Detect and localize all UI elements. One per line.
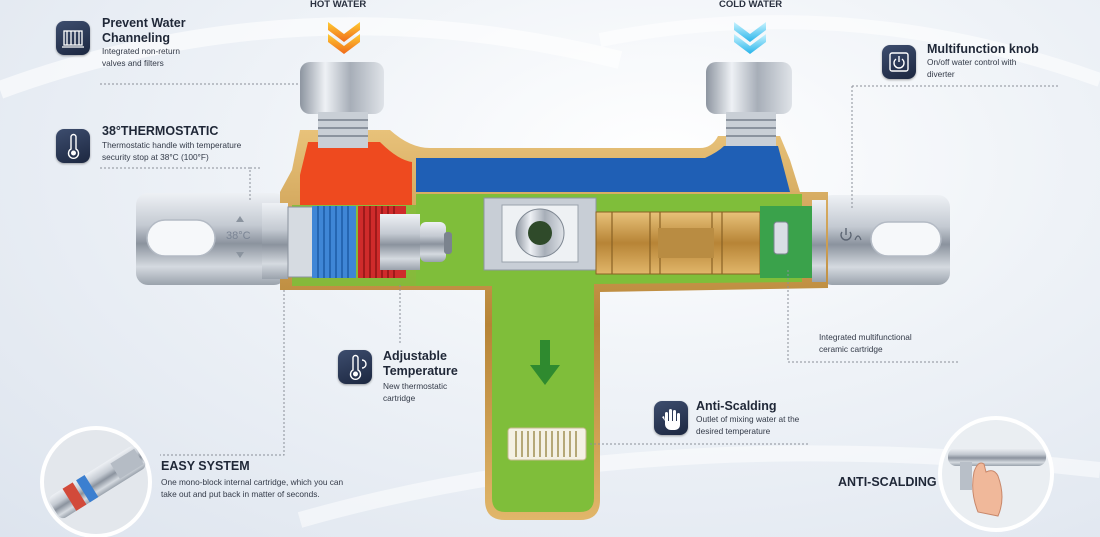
cartridge-desc-line1: Integrated multifunctional [819, 332, 912, 342]
hot-inlet-nut [300, 62, 384, 114]
adjustable-title-line2: Temperature [383, 364, 458, 378]
adjustable-desc-line1: New thermostatic [383, 381, 448, 391]
multifunction-title: Multifunction knob [927, 42, 1039, 56]
easy-system-desc-line2: take out and put back in matter of secon… [161, 489, 320, 499]
multifunction-desc-line2: diverter [927, 69, 955, 79]
cold-water-label: COLD WATER [719, 0, 783, 10]
multifunction-desc-line1: On/off water control with [927, 57, 1017, 67]
cold-flow-arrow-icon [734, 22, 766, 54]
thermometer-icon [56, 129, 90, 163]
leader-lines [100, 83, 1060, 456]
temperature-readout: 38°C [226, 230, 251, 242]
cold-inlet-nut [706, 62, 792, 114]
thermostatic-desc-line2: security stop at 38°C (100°F) [102, 152, 209, 162]
easy-system-title: EASY SYSTEM [161, 459, 250, 473]
cold-water-chamber [416, 146, 790, 192]
adjust-thermometer-icon [338, 350, 372, 384]
adjustable-desc-line2: cartridge [383, 393, 416, 403]
filter-icon [56, 21, 90, 55]
anti-scalding-title: Anti-Scalding [696, 399, 777, 413]
prevent-desc-line1: Integrated non-return [102, 46, 180, 56]
right-handle-grip [870, 221, 942, 257]
prevent-title-line2: Channeling [102, 31, 171, 45]
left-handle-grip [146, 219, 216, 257]
easy-system-desc-line1: One mono-block internal cartridge, which… [161, 477, 344, 487]
adjustable-title-line1: Adjustable [383, 349, 447, 363]
power-knob-icon [882, 45, 916, 79]
cartridge-desc-line2: ceramic cartridge [819, 344, 883, 354]
hot-water-label: HOT WATER [310, 0, 367, 10]
prevent-title-line1: Prevent Water [102, 16, 186, 30]
hand-icon [654, 401, 688, 435]
anti-scalding-desc-line2: desired temperature [696, 426, 771, 436]
thermostatic-title: 38°THERMOSTATIC [102, 124, 219, 138]
power-symbol-icon [840, 228, 852, 241]
anti-scalding-photo-label: ANTI-SCALDING [838, 475, 937, 489]
flow-down-arrow [530, 340, 560, 385]
hot-water-chamber [300, 142, 412, 205]
anti-scalding-desc-line1: Outlet of mixing water at the [696, 414, 800, 424]
hot-flow-arrow-icon [328, 22, 360, 54]
prevent-desc-line2: valves and filters [102, 58, 164, 68]
thermostatic-desc-line1: Thermostatic handle with temperature [102, 140, 242, 150]
